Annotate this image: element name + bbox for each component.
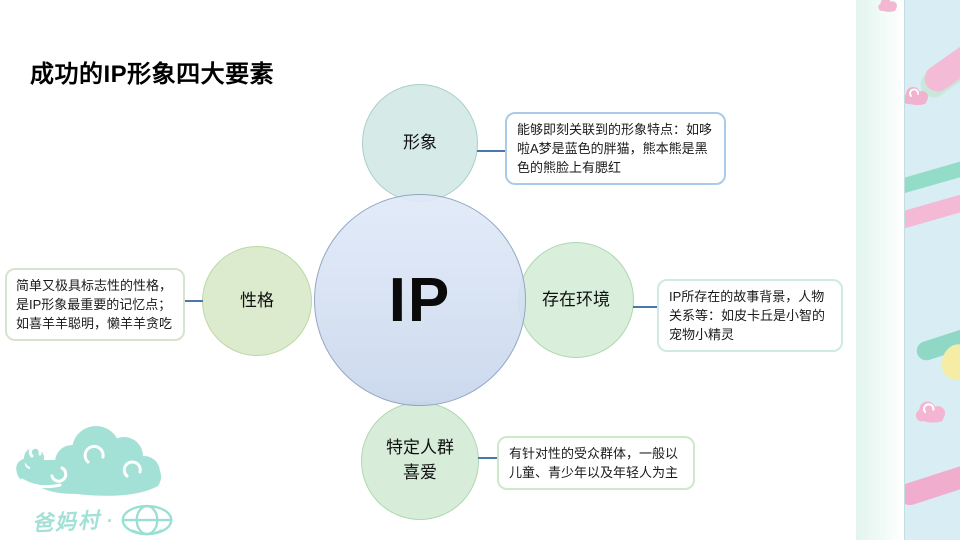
callout-personality-description: 简单又极具标志性的性格，是IP形象最重要的记忆点；如喜羊羊聪明，懒羊羊贪吃 (5, 268, 185, 341)
center-label: IP (388, 265, 452, 335)
connector-line-right (633, 306, 657, 308)
pink-cloud-icon (878, 0, 897, 12)
globe-icon (121, 504, 173, 536)
decor-pink-bar-bottom (905, 458, 960, 508)
page-edge-gradient (856, 0, 904, 540)
callout-audience-description: 有针对性的受众群体，一般以儿童、青少年以及年轻人为主 (497, 436, 695, 490)
node-circle-image: 形象 (362, 84, 478, 202)
node-label: 存在环境 (542, 289, 610, 309)
node-circle-environment: 存在环境 (518, 242, 634, 358)
logo-separator-dot: · (107, 510, 113, 531)
callout-environment-description: IP所存在的故事背景，人物关系等：如皮卡丘是小智的宠物小精灵 (657, 279, 843, 352)
pink-cloud-icon (915, 401, 945, 423)
connector-line-top (477, 150, 506, 152)
connector-line-left (177, 300, 203, 302)
node-circle-audience: 特定人群 喜爱 (361, 402, 479, 520)
callout-image-description: 能够即刻关联到的形象特点：如哆啦A梦是蓝色的胖猫，熊本熊是黑色的熊脸上有腮红 (505, 112, 726, 185)
node-label: 特定人群 喜爱 (386, 438, 454, 482)
connector-line-bottom (478, 457, 498, 459)
cloud-logo-icon (16, 426, 162, 496)
node-label: 形象 (403, 132, 437, 152)
decor-strip (904, 0, 960, 540)
footer-logo: 爸妈村 · (14, 420, 204, 538)
logo-wordmark: 爸妈村 · (32, 502, 175, 540)
node-circle-personality: 性格 (202, 246, 312, 356)
decor-pink-stripe (905, 184, 960, 233)
logo-text: 爸妈村 (31, 509, 102, 536)
slide-title: 成功的IP形象四大要素 (30, 61, 275, 88)
pink-cloud-icon (905, 87, 928, 106)
decor-teal-stripe (905, 153, 960, 198)
center-circle-ip: IP (314, 194, 526, 406)
node-label: 性格 (240, 290, 274, 310)
